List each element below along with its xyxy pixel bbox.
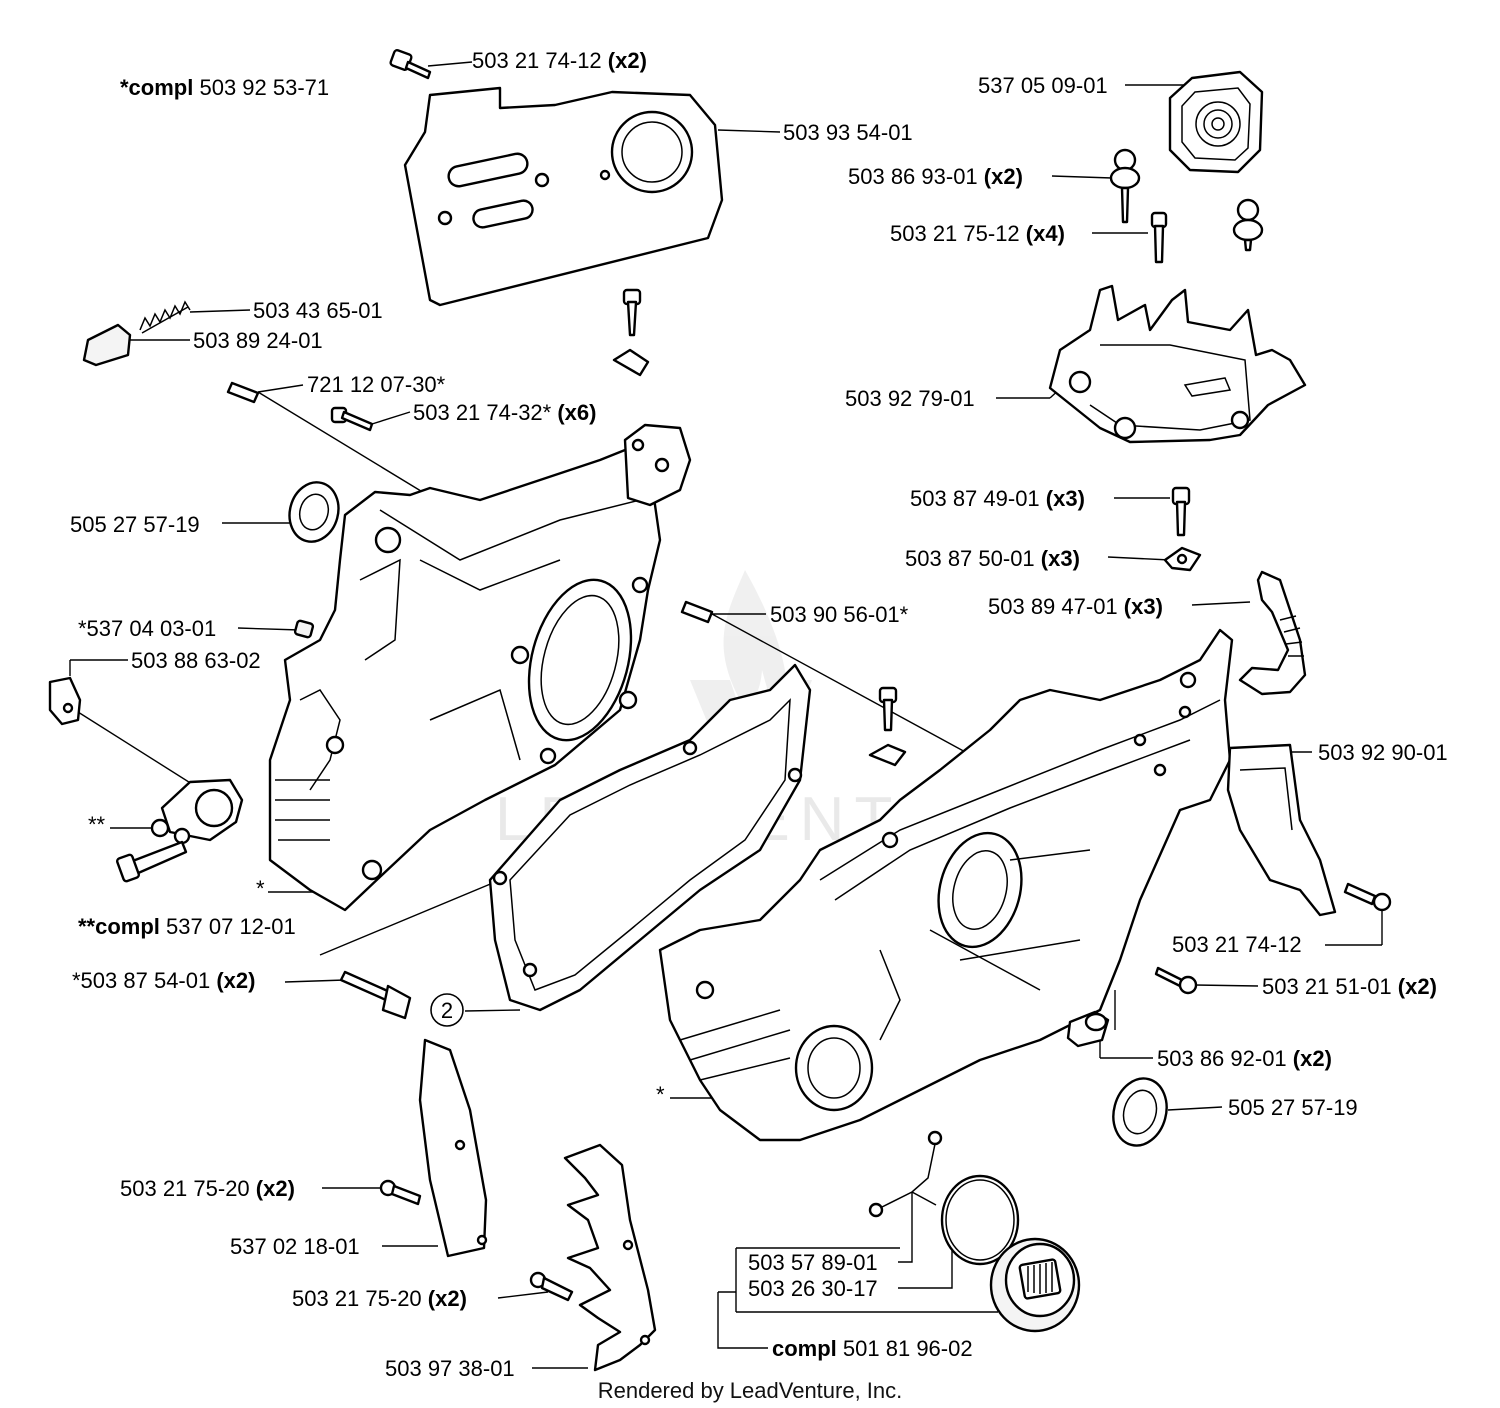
label-seal-right: 505 27 57-19 (1228, 1095, 1358, 1120)
label-pin-mid: 503 90 56-01* (770, 602, 909, 627)
gasket-callout: 2 (430, 993, 464, 1027)
label-grommet: 503 86 93-01 (x2) (848, 164, 1023, 189)
label-carb-holder: 503 92 79-01 (845, 386, 975, 411)
label-crankcase-screw-b: 503 21 51-01 (x2) (1262, 974, 1437, 999)
damper-part (1066, 1010, 1110, 1048)
label-av-washer: 503 87 50-01 (x3) (905, 546, 1080, 571)
av-spring-holder-part (1238, 570, 1307, 696)
heat-shield-part (1226, 743, 1337, 917)
label-spring-cap: 503 89 24-01 (193, 328, 323, 353)
fuel-cap-part (989, 1237, 1081, 1333)
label-crankcase-right-star: * (656, 1082, 665, 1107)
nipple-part (293, 619, 315, 639)
label-carb-screw: 503 21 75-12 (x4) (890, 221, 1065, 246)
label-av-screw: 503 87 49-01 (x3) (910, 486, 1085, 511)
label-nipple: *537 04 03-01 (78, 616, 216, 641)
carb-holder-part (1048, 284, 1307, 444)
guard-screw-part (379, 1179, 422, 1206)
tensioner-plate-part (48, 676, 82, 726)
label-crankcase-screw: 503 21 74-32* (x6) (413, 400, 596, 425)
label-spring: 503 43 65-01 (253, 298, 383, 323)
label-spike-screw: 503 21 75-20 (x2) (292, 1286, 467, 1311)
label-tensioner: ** (88, 812, 106, 837)
seal-right-part (1112, 1077, 1168, 1147)
label-crankcase-left-star: * (256, 876, 265, 901)
spring-cap-part (82, 323, 132, 367)
label-tensioner-compl: **compl 537 07 12-01 (78, 914, 296, 939)
guide-bar-screw-part (389, 49, 432, 80)
label-chain-guard: 537 02 18-01 (230, 1234, 360, 1259)
bar-bolt-part (339, 970, 412, 1020)
fuel-pickup-part (868, 1130, 943, 1218)
chain-tensioner-part (116, 778, 244, 883)
label-pin-top: 721 12 07-30* (307, 372, 446, 397)
label-tensioner-plate: 503 88 63-02 (131, 648, 261, 673)
pin-mid-part (680, 600, 714, 624)
label-clutch-cover: 503 93 54-01 (783, 120, 913, 145)
label-filter-cover: 537 05 09-01 (978, 73, 1108, 98)
carb-screw-part (1150, 211, 1168, 264)
label-fuel-cap-compl: compl 501 81 96-02 (772, 1336, 973, 1361)
o-ring-part (940, 1174, 1020, 1266)
label-damper: 503 86 92-01 (x2) (1157, 1046, 1332, 1071)
label-guard-screw: 503 21 75-20 (x2) (120, 1176, 295, 1201)
crankcase-screw-left-part (330, 406, 374, 432)
crankcase-screw-right-part (1154, 966, 1198, 995)
label-fuel-pickup: 503 57 89-01 (748, 1250, 878, 1275)
label-o-ring: 503 26 30-17 (748, 1276, 878, 1301)
av-bracket-right-part (868, 686, 907, 767)
label-guide-bar-screw: 503 21 74-12 (x2) (472, 48, 647, 73)
crankcase-right-half-part (658, 628, 1234, 1142)
label-heat-shield: 503 92 90-01 (1318, 740, 1448, 765)
chain-guard-part (418, 1038, 488, 1258)
bumper-spike-part (563, 1143, 657, 1372)
footer-credit: Rendered by LeadVenture, Inc. (598, 1378, 903, 1403)
av-bracket-left-part (612, 288, 692, 507)
part-labels: 503 21 74-12 (x2) *compl 503 92 53-71 50… (70, 48, 1448, 1381)
label-shield-screw: 503 21 74-12 (1172, 932, 1302, 957)
gasket-part (488, 663, 812, 1012)
clutch-cover-part (403, 86, 724, 307)
gasket-callout-number: 2 (441, 998, 453, 1023)
label-clutch-cover-compl: *compl 503 92 53-71 (120, 75, 329, 100)
seal-left-part (288, 481, 340, 543)
grommet-part (1109, 148, 1264, 252)
shield-screw-part (1343, 882, 1392, 912)
pin-top-part (226, 381, 260, 404)
label-bumper-spike: 503 97 38-01 (385, 1356, 515, 1381)
label-av-spring-holder: 503 89 47-01 (x3) (988, 594, 1163, 619)
spike-screw-part (529, 1271, 574, 1302)
av-washer-part (1163, 546, 1202, 572)
crankcase-left-half-part (268, 448, 662, 912)
label-seal-left: 505 27 57-19 (70, 512, 200, 537)
av-screw-part (1171, 486, 1191, 537)
label-bar-bolt: *503 87 54-01 (x2) (72, 968, 255, 993)
filter-cover-part (1168, 70, 1264, 174)
spring-part (139, 300, 191, 334)
